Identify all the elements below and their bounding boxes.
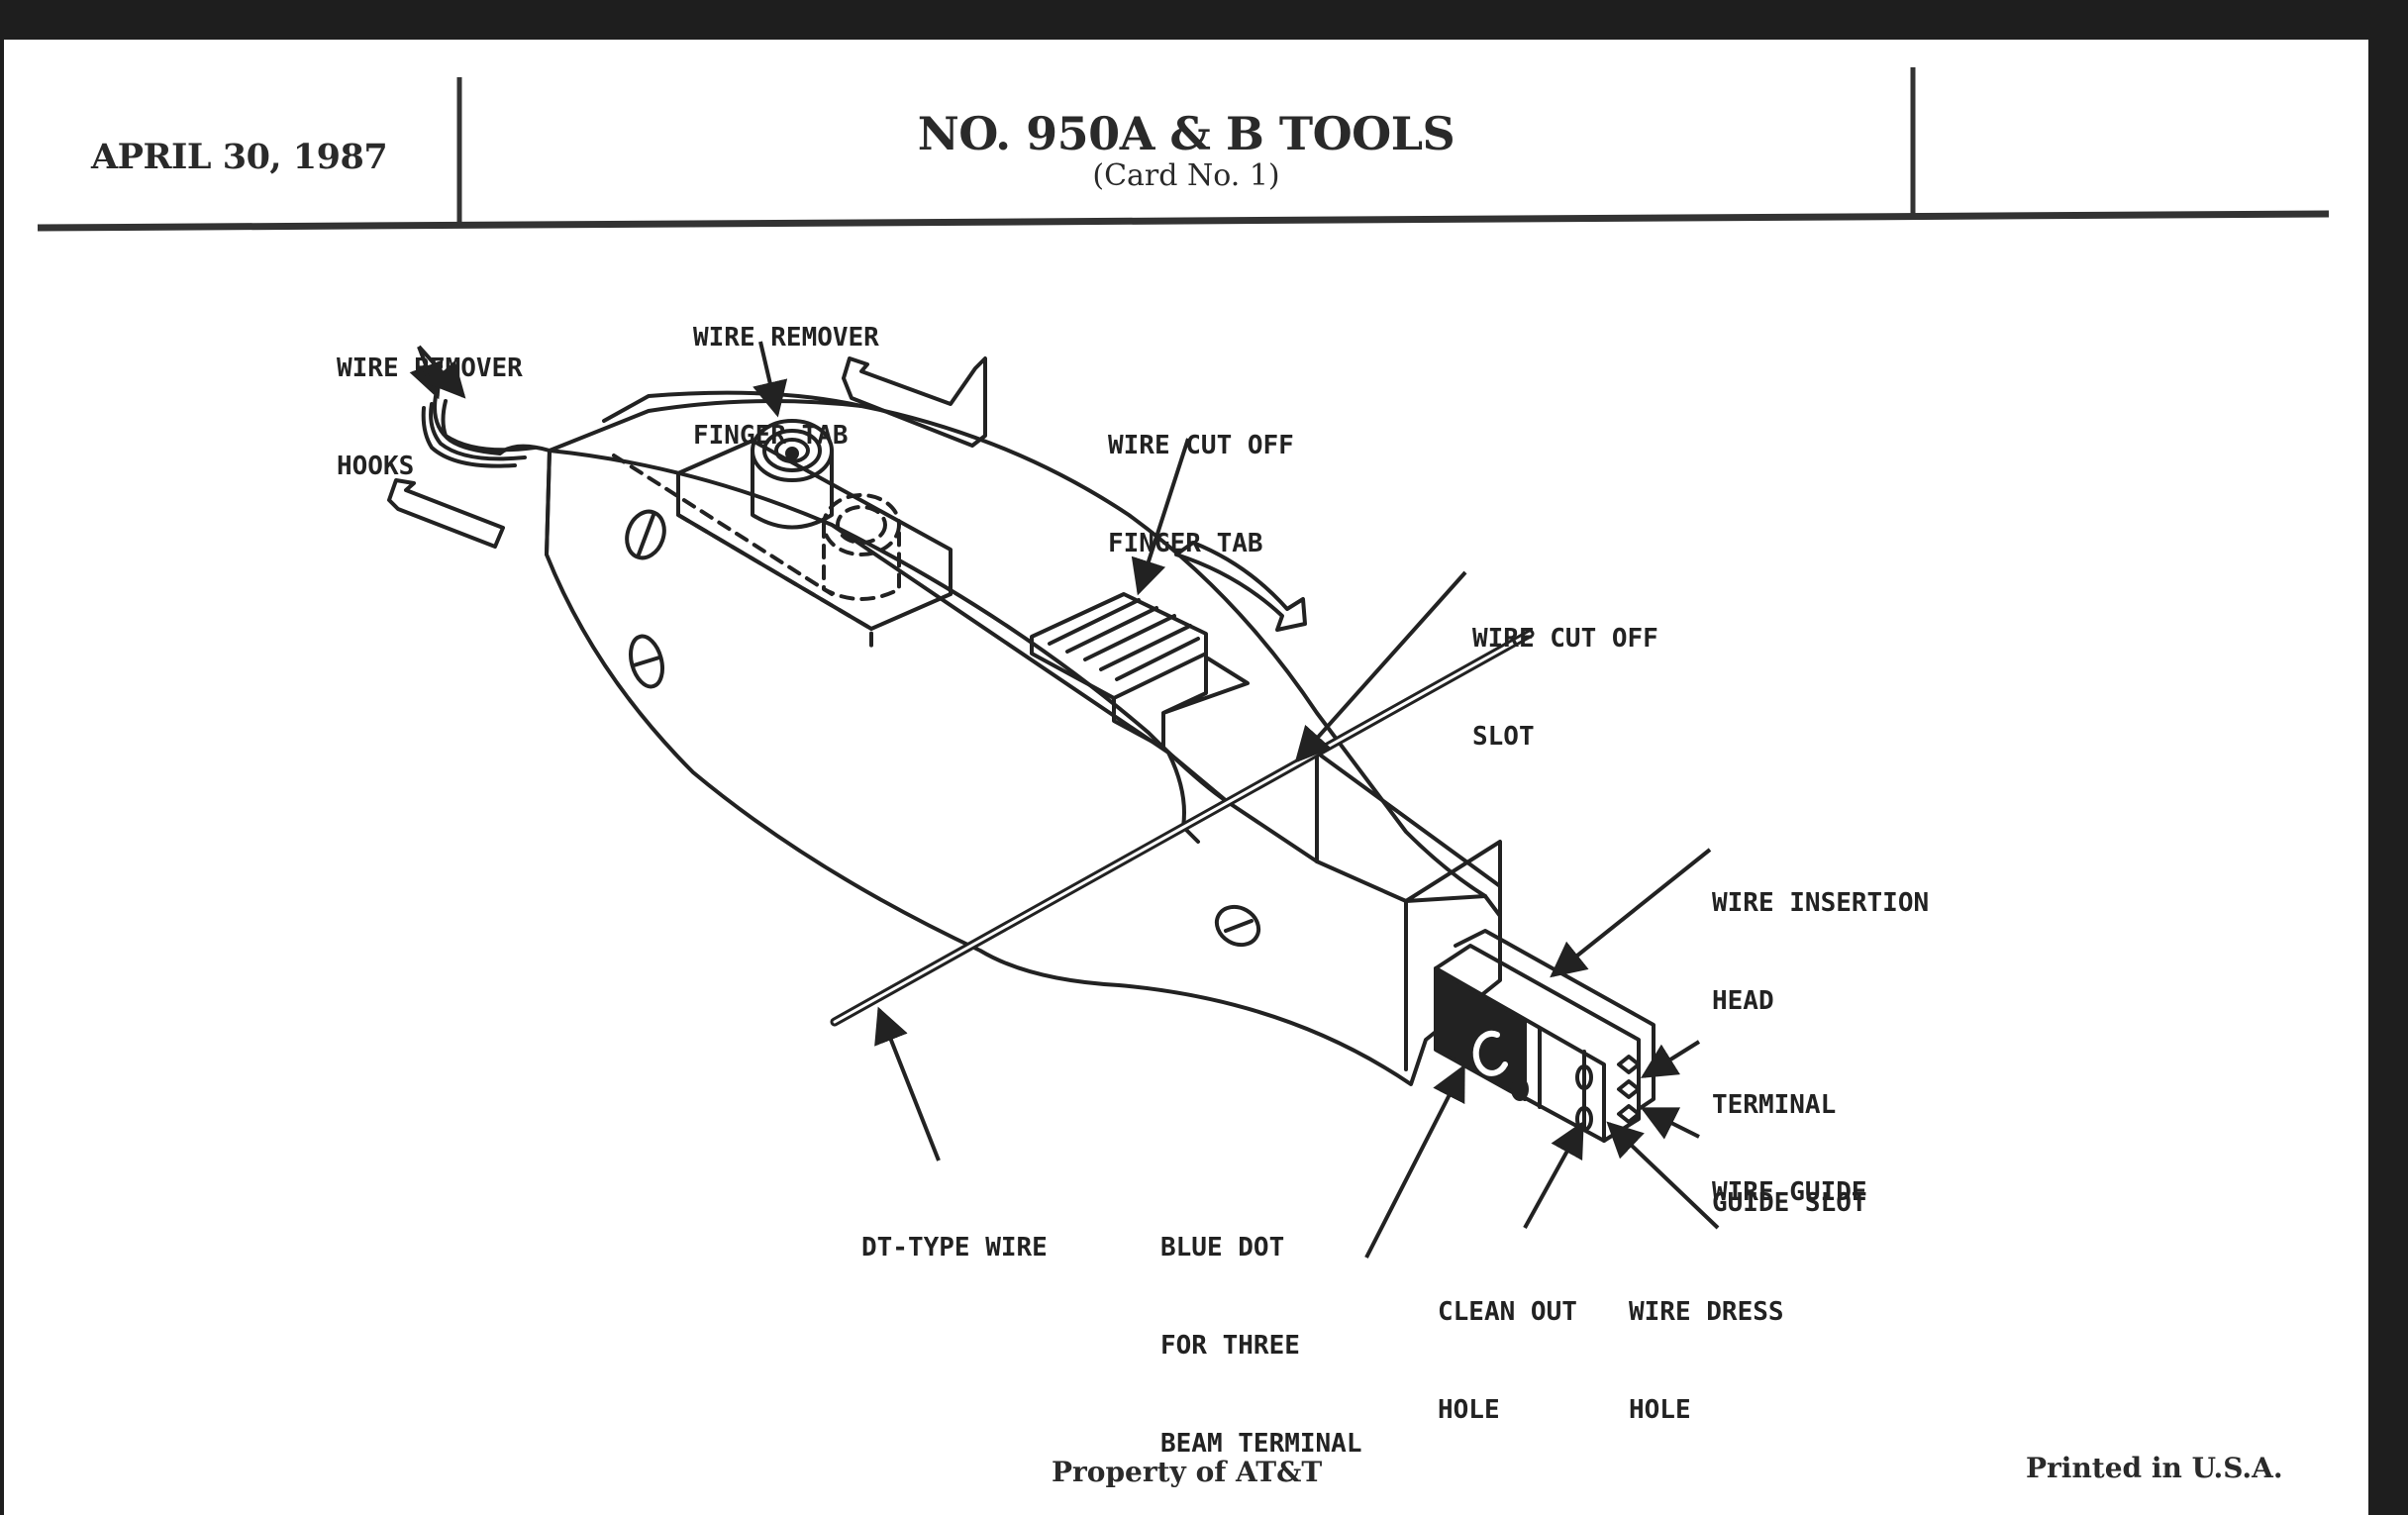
callout-wire-cut-off-slot: WIRE CUT OFF SLOT — [1472, 557, 1658, 786]
header-rules — [37, 67, 2330, 232]
callout-wire-insertion-head: WIRE INSERTION HEAD — [1712, 822, 1929, 1051]
card-date: APRIL 30, 1987 — [91, 137, 388, 177]
instruction-card — [4, 40, 2368, 1515]
callout-line: HOOKS — [337, 452, 415, 481]
callout-line: HEAD — [1712, 986, 1774, 1016]
callout-line: WIRE DRESS — [1629, 1297, 1784, 1327]
callout-line: WIRE REMOVER — [337, 354, 523, 383]
remover-finger-tab — [612, 419, 953, 656]
callout-line: TERMINAL — [1712, 1090, 1837, 1120]
callout-line: WIRE GUIDE — [1712, 1177, 1867, 1207]
tool-neck — [1226, 751, 1502, 1071]
callout-line: FINGER TAB — [1108, 529, 1263, 558]
callout-line: BEAM TERMINAL — [1160, 1429, 1362, 1459]
cut-off-finger-tab — [1030, 592, 1250, 750]
callout-line: CLEAN OUT — [1438, 1297, 1577, 1327]
callout-line: WIRE CUT OFF — [1472, 624, 1658, 654]
callout-wire-guide: WIRE GUIDE — [1712, 1111, 1867, 1242]
card-title: NO. 950A & B TOOLS — [917, 107, 1455, 160]
callout-clean-out-hole: CLEAN OUT HOLE — [1438, 1231, 1577, 1460]
callout-line: WIRE CUT OFF — [1108, 431, 1294, 460]
callout-line: FOR THREE — [1160, 1331, 1300, 1361]
leader-lines — [409, 341, 1720, 1259]
footer-property: Property of AT&T — [1052, 1456, 1323, 1488]
callout-line: GUIDE SLOT — [1712, 1188, 1867, 1218]
callout-wire-remover-hooks: WIRE REMOVER HOOKS — [337, 287, 523, 516]
footer-printed: Printed in U.S.A. — [2026, 1452, 2283, 1484]
cut-off-motion-arrow-icon — [1174, 541, 1307, 632]
card-number: (Card No. 1) — [1092, 158, 1280, 193]
callout-blue-dot: BLUE DOT FOR THREE BEAM TERMINAL — [1160, 1166, 1362, 1493]
wire-remover-hooks — [421, 394, 552, 468]
callout-wire-cut-off-finger-tab: WIRE CUT OFF FINGER TAB — [1108, 364, 1294, 593]
callout-line: WIRE INSERTION — [1712, 888, 1930, 918]
dt-type-wire — [830, 629, 1535, 1027]
tool-front-face — [545, 449, 552, 556]
callout-line: FINGER TAB — [693, 421, 849, 451]
callout-terminal-guide-slot: TERMINAL GUIDE SLOT — [1712, 1024, 1867, 1253]
callout-line: SLOT — [1472, 722, 1535, 752]
callout-wire-dress-hole: WIRE DRESS HOLE — [1629, 1231, 1784, 1460]
callout-line: HOLE — [1438, 1395, 1500, 1425]
insertion-head — [1434, 929, 1656, 1143]
tool-body-outline — [545, 399, 1502, 1086]
callout-dt-type-wire: DT-TYPE WIRE — [861, 1166, 1048, 1297]
screw-heads — [625, 509, 1261, 948]
callout-line: HOLE — [1629, 1395, 1691, 1425]
callout-line: BLUE DOT — [1160, 1233, 1285, 1262]
callout-line: DT-TYPE WIRE — [861, 1233, 1048, 1262]
callout-line: WIRE REMOVER — [693, 323, 879, 353]
remover-motion-arrow-icon — [387, 478, 505, 549]
remover-tab-motion-arrow-icon — [842, 356, 987, 448]
callout-wire-remover-finger-tab: WIRE REMOVER FINGER TAB — [693, 256, 879, 485]
